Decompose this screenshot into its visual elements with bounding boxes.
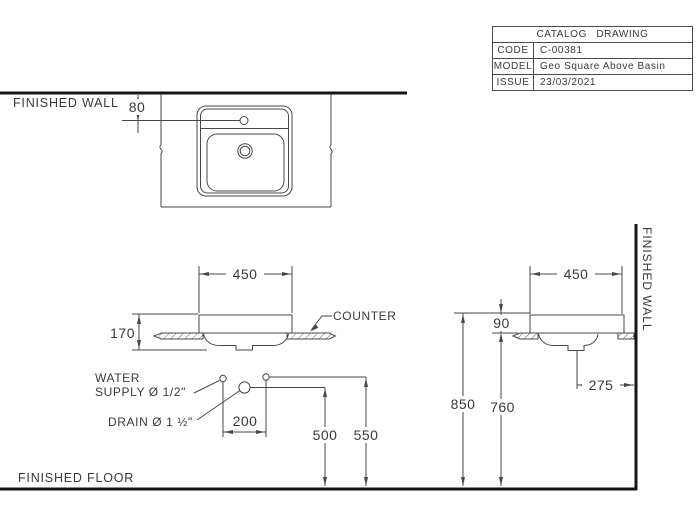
- dim-80: 80: [122, 99, 152, 115]
- arrow: [531, 272, 540, 276]
- water-supply-label-2: SUPPLY Ø 1/2": [95, 385, 186, 399]
- water-supply-point: [262, 373, 270, 381]
- water-supply-label-1: WATER: [95, 371, 140, 385]
- faucet-hole: [239, 116, 249, 125]
- arrow: [499, 477, 503, 486]
- dim-170: 170: [110, 325, 135, 341]
- counter-leader: [311, 315, 332, 330]
- drain-leader: [196, 390, 241, 421]
- arrow: [624, 383, 633, 387]
- code-value: C-00381: [540, 45, 583, 56]
- counter-section-right: [286, 332, 337, 340]
- model-label: MODEL: [493, 59, 534, 74]
- arrow: [323, 477, 327, 486]
- arrow: [499, 304, 503, 313]
- basin-inner-rim: [200, 108, 289, 194]
- title-block-title: CATALOG DRAWING: [536, 29, 649, 40]
- dim-450-right: 450: [557, 266, 595, 282]
- code-label: CODE: [493, 43, 534, 58]
- water-supply-leader: [193, 380, 220, 394]
- title-block-row-model: MODEL Geo Square Above Basin: [493, 58, 692, 74]
- dim-760: 760: [484, 399, 521, 415]
- arrow: [323, 388, 327, 397]
- water-supply-point: [219, 374, 227, 383]
- issue-label: ISSUE: [493, 75, 534, 90]
- arrow: [137, 315, 141, 324]
- drain-point: [238, 381, 251, 394]
- basin-body: [198, 314, 293, 333]
- bowl-profile: [203, 333, 289, 351]
- issue-value: 23/03/2021: [540, 77, 597, 88]
- counter-section-right: [617, 332, 635, 340]
- arrow: [200, 272, 209, 276]
- arrow: [224, 430, 233, 434]
- arrow: [310, 324, 319, 332]
- counter-label: COUNTER: [333, 309, 397, 323]
- model-value: Geo Square Above Basin: [540, 61, 666, 72]
- arrow: [282, 272, 291, 276]
- top-view: [122, 94, 333, 208]
- counter-section-left: [511, 332, 539, 340]
- bowl-profile: [538, 333, 599, 351]
- title-block-row-code: CODE C-00381: [493, 42, 692, 58]
- arrow: [461, 314, 465, 323]
- dim-275: 275: [582, 377, 620, 393]
- arrow: [499, 333, 503, 342]
- arrow: [256, 430, 265, 434]
- drain-inner: [239, 145, 251, 157]
- structure-lines: [0, 91, 638, 491]
- counter-right-edge: [329, 94, 333, 207]
- dim-550: 550: [348, 427, 384, 443]
- arrow: [612, 272, 621, 276]
- counter-section-left: [152, 332, 204, 340]
- title-block: CATALOG DRAWING CODE C-00381 MODEL Geo S…: [492, 26, 693, 91]
- drain-label: DRAIN Ø 1 ½": [108, 415, 193, 429]
- arrow: [461, 477, 465, 486]
- drain-outer: [237, 143, 253, 159]
- dim-450-left: 450: [226, 266, 264, 282]
- basin-body: [529, 314, 625, 333]
- dim-500: 500: [307, 427, 343, 443]
- arrow: [364, 378, 368, 387]
- dim-200: 200: [232, 413, 258, 429]
- finished-wall-top-label: FINISHED WALL: [13, 96, 119, 110]
- basin-outer-rim: [196, 105, 293, 197]
- right-side-view: [454, 266, 635, 486]
- title-block-header: CATALOG DRAWING: [493, 27, 692, 42]
- left-side-view: [132, 266, 368, 486]
- bowl-outline: [206, 133, 285, 192]
- arrow: [137, 340, 141, 349]
- dim-850: 850: [444, 396, 482, 412]
- title-block-row-issue: ISSUE 23/03/2021: [493, 74, 692, 90]
- arrow: [364, 477, 368, 486]
- finished-wall-right-label: FINISHED WALL: [640, 227, 654, 332]
- counter-left-edge: [159, 94, 163, 207]
- finished-floor-label: FINISHED FLOOR: [18, 471, 135, 485]
- dim-90: 90: [488, 315, 515, 331]
